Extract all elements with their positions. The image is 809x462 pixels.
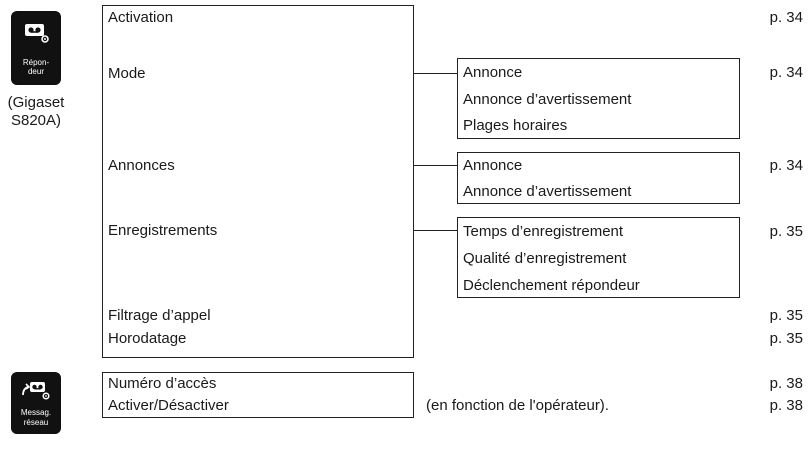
model-note-1: (Gigaset xyxy=(7,94,65,111)
submenu-annonces-item: Annonce d’avertissement xyxy=(463,183,632,200)
page-ref-annonces: p. 34 xyxy=(769,157,803,174)
page-ref-activer: p. 38 xyxy=(769,397,803,414)
model-note-2: S820A) xyxy=(10,112,62,129)
network-item-activer: Activer/Désactiver xyxy=(108,397,229,414)
submenu-mode-item: Annonce xyxy=(463,64,523,81)
network-mailbox-tile: Messag. réseau xyxy=(11,372,61,434)
submenu-mode-item: Plages horaires xyxy=(463,117,568,134)
page-ref-enregistrements: p. 35 xyxy=(769,223,803,240)
submenu-mode-item: Annonce d’avertissement xyxy=(463,91,632,108)
submenu-annonces-box xyxy=(457,152,740,204)
submenu-enregistrements-item: Qualité d’enregistrement xyxy=(463,250,627,267)
submenu-enregistrements-item: Déclenchement répondeur xyxy=(463,277,640,294)
menu-item-filtrage: Filtrage d’appel xyxy=(108,307,211,324)
network-caption-2: réseau xyxy=(23,418,49,427)
connector-annonces xyxy=(414,165,458,166)
menu-item-annonces: Annonces xyxy=(108,157,175,174)
page-ref-numero: p. 38 xyxy=(769,375,803,392)
answering-caption-1: Répon- xyxy=(22,58,50,67)
submenu-mode-box xyxy=(457,58,740,139)
page-ref-activation: p. 34 xyxy=(769,9,803,26)
page-ref-filtrage: p. 35 xyxy=(769,307,803,324)
menu-item-enregistrements: Enregistrements xyxy=(108,222,218,239)
network-item-numero: Numéro d’accès xyxy=(108,375,217,392)
answering-machine-tile: Répon- deur xyxy=(11,11,61,85)
voicemail-gear-icon xyxy=(25,24,49,43)
answering-menu-box xyxy=(102,5,414,358)
network-caption-1: Messag. xyxy=(20,408,52,417)
submenu-enregistrements-box xyxy=(457,217,740,298)
menu-item-mode: Mode xyxy=(108,65,146,82)
connector-mode xyxy=(414,73,458,74)
page-ref-mode: p. 34 xyxy=(769,64,803,81)
network-menu-box xyxy=(102,372,414,418)
page-ref-horodatage: p. 35 xyxy=(769,330,803,347)
menu-item-activation: Activation xyxy=(108,9,174,26)
answering-caption-2: deur xyxy=(27,67,44,76)
submenu-enregistrements-item: Temps d’enregistrement xyxy=(463,223,624,240)
submenu-annonces-item: Annonce xyxy=(463,157,523,174)
connector-enregistrements xyxy=(414,230,458,231)
menu-item-horodatage: Horodatage xyxy=(108,330,187,347)
network-operator-note: (en fonction de l'opérateur). xyxy=(426,397,609,414)
network-voicemail-icon xyxy=(22,382,50,400)
